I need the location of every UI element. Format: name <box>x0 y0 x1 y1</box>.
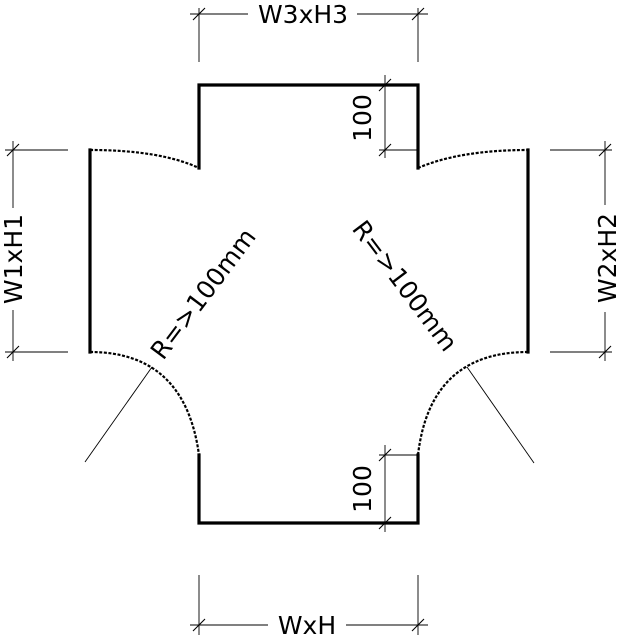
left-radius-label: R=>100mm <box>145 223 262 365</box>
bottom-branch-label: WxH <box>278 611 336 637</box>
right-dimension <box>550 141 612 361</box>
bottom-collar-length: 100 <box>348 465 377 513</box>
arc-bottom-left <box>89 350 201 456</box>
top-dimension <box>190 7 428 62</box>
top-branch-label: W3xH3 <box>258 0 348 29</box>
top-branch-edge <box>197 83 420 170</box>
bottom-dimension <box>190 575 428 635</box>
arc-bottom-right <box>416 350 529 456</box>
top-collar-length: 100 <box>348 94 377 142</box>
bottom-collar-dimension <box>378 445 418 532</box>
right-radius-label: R=>100mm <box>346 215 463 357</box>
left-radius-leader <box>84 366 153 463</box>
left-branch-label: W1xH1 <box>0 214 28 304</box>
top-collar-dimension <box>378 75 418 158</box>
right-radius-leader <box>466 366 535 464</box>
right-branch-label: W2xH2 <box>593 213 619 303</box>
radius-arcs <box>89 148 529 456</box>
arc-top-right <box>417 148 529 170</box>
arc-top-left <box>89 148 200 169</box>
bottom-branch-edge <box>197 453 420 525</box>
left-dimension <box>5 141 68 361</box>
fitting-outline <box>88 83 530 525</box>
